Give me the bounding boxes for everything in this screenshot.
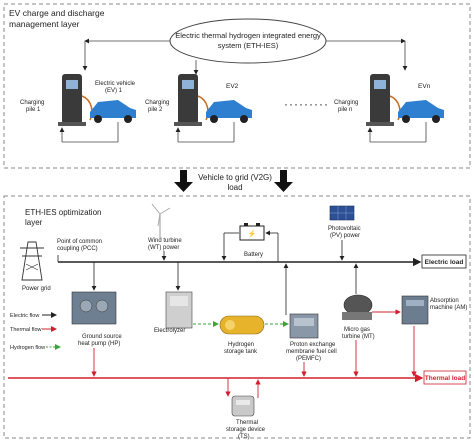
svg-text:pile n: pile n bbox=[338, 107, 352, 113]
svg-text:Charging: Charging bbox=[334, 100, 358, 106]
svg-text:Wind turbine: Wind turbine bbox=[148, 238, 182, 244]
svg-text:(PV) power: (PV) power bbox=[330, 233, 360, 239]
svg-text:Battery: Battery bbox=[244, 252, 263, 258]
svg-text:Point of common: Point of common bbox=[57, 239, 102, 245]
svg-text:Charging: Charging bbox=[145, 100, 169, 106]
thermal-load-label: Thermal load bbox=[425, 375, 465, 382]
electric-load-box bbox=[421, 254, 467, 269]
svg-text:machine (AM): machine (AM) bbox=[430, 305, 467, 311]
eth-ies-label: Electric thermal hydrogen integrated ene… bbox=[175, 31, 321, 40]
svg-text:Ground source: Ground source bbox=[82, 334, 122, 340]
ev-layer-title: EV charge and discharge bbox=[9, 8, 105, 18]
v2g-arrows bbox=[174, 170, 293, 192]
svg-text:Electrolyzer: Electrolyzer bbox=[154, 328, 185, 334]
svg-text:⚡: ⚡ bbox=[248, 229, 257, 238]
svg-text:Micro gas: Micro gas bbox=[344, 327, 370, 333]
svg-text:Thermal: Thermal bbox=[236, 420, 258, 426]
svg-text:pile 2: pile 2 bbox=[148, 107, 163, 113]
heat-pump-icon bbox=[71, 291, 117, 325]
thermal-load-box bbox=[423, 370, 467, 385]
charging-group-2: EV2 bbox=[174, 74, 252, 143]
svg-text:pile 1: pile 1 bbox=[26, 107, 41, 113]
svg-text:(WT) power: (WT) power bbox=[148, 245, 179, 251]
battery-icon: ⚡ bbox=[239, 223, 265, 241]
thermal-storage-icon bbox=[231, 395, 255, 417]
svg-text:EV2: EV2 bbox=[226, 83, 239, 90]
photovoltaic-icon bbox=[329, 205, 355, 221]
svg-text:membrane fuel cell: membrane fuel cell bbox=[286, 349, 337, 355]
svg-text:Electric flow: Electric flow bbox=[10, 313, 39, 319]
svg-text:Photovoltaic: Photovoltaic bbox=[328, 226, 361, 232]
optimization-layer-title: ETH-IES optimization bbox=[25, 208, 101, 217]
ev-layer-frame bbox=[3, 3, 471, 169]
absorption-machine-icon bbox=[401, 295, 429, 325]
electric-vehicle-2-icon bbox=[206, 100, 252, 118]
svg-text:Proton exchange: Proton exchange bbox=[290, 342, 336, 348]
electric-load-label: Electric load bbox=[425, 259, 464, 266]
svg-text:(PEMFC): (PEMFC) bbox=[296, 356, 321, 362]
v2g-label-2: load bbox=[227, 183, 242, 192]
svg-text:Hydrogen flow: Hydrogen flow bbox=[10, 345, 45, 351]
ellipsis-dots: ········· bbox=[284, 97, 329, 111]
electrolyzer-icon bbox=[165, 291, 193, 329]
micro-turbine-icon bbox=[342, 294, 373, 320]
hydrogen-tank-icon bbox=[219, 315, 265, 335]
power-grid-icon bbox=[20, 241, 44, 281]
optimization-layer-title-2: layer bbox=[25, 218, 43, 227]
svg-text:Power grid: Power grid bbox=[22, 286, 51, 292]
svg-text:turbine (MT): turbine (MT) bbox=[342, 334, 375, 340]
v2g-label: Vehicle to grid (V2G) bbox=[198, 173, 272, 182]
optimization-layer-frame bbox=[3, 195, 471, 439]
pemfc-icon bbox=[289, 313, 319, 339]
svg-text:(EV) 1: (EV) 1 bbox=[105, 88, 123, 94]
svg-text:heat pump (HP): heat pump (HP) bbox=[78, 341, 120, 347]
svg-text:Absorption: Absorption bbox=[430, 298, 459, 304]
eth-ies-label-2: system (ETH-IES) bbox=[218, 41, 279, 50]
svg-text:Hydrogen: Hydrogen bbox=[228, 342, 254, 348]
ev-layer-title-2: management layer bbox=[9, 19, 80, 29]
svg-text:Charging: Charging bbox=[20, 100, 44, 106]
svg-text:storage tank: storage tank bbox=[224, 349, 258, 355]
wind-turbine-icon bbox=[151, 203, 171, 238]
charging-group-n: EVn bbox=[366, 74, 444, 143]
svg-text:storage device: storage device bbox=[226, 427, 266, 433]
svg-text:EVn: EVn bbox=[418, 83, 431, 90]
svg-text:(TS): (TS) bbox=[238, 434, 250, 440]
electric-vehicle-n-icon bbox=[398, 100, 444, 118]
charging-group-1: Charging pile 1 Electric vehicle (EV) 1 bbox=[20, 74, 136, 143]
svg-text:coupling (PCC): coupling (PCC) bbox=[57, 246, 98, 252]
svg-text:Electric vehicle: Electric vehicle bbox=[95, 81, 136, 87]
svg-text:Thermal flow: Thermal flow bbox=[10, 327, 42, 333]
electric-vehicle-1-icon bbox=[90, 100, 136, 118]
legend: Electric flow Thermal flow Hydrogen flow bbox=[10, 312, 61, 351]
